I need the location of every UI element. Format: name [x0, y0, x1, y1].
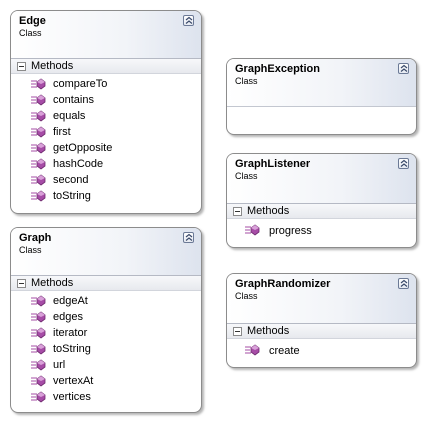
method-list: edgeAt edges iterator toString url verte… [11, 291, 201, 405]
method-icon [31, 94, 46, 111]
collapse-button[interactable] [398, 158, 409, 169]
method-icon [31, 78, 46, 95]
method-label: hashCode [53, 158, 104, 170]
section-label: Methods [31, 277, 74, 289]
method-item[interactable]: first [11, 124, 201, 140]
method-icon [245, 344, 260, 361]
method-label: first [53, 126, 71, 138]
class-name: GraphRandomizer [235, 278, 331, 290]
class-name: GraphException [235, 63, 320, 75]
method-label: second [53, 174, 89, 186]
method-label: getOpposite [53, 142, 113, 154]
method-icon [31, 359, 46, 376]
method-label: vertexAt [53, 375, 94, 387]
method-label: edgeAt [53, 295, 88, 307]
method-icon [31, 142, 46, 159]
method-item[interactable]: url [11, 357, 201, 373]
method-item[interactable]: progress [227, 221, 416, 237]
method-label: edges [53, 311, 83, 323]
double-chevron-up-icon [185, 233, 193, 241]
double-chevron-up-icon [400, 159, 408, 167]
minus-box-icon[interactable] [17, 62, 26, 71]
method-label: toString [53, 343, 91, 355]
method-item[interactable]: hashCode [11, 156, 201, 172]
method-item[interactable]: vertices [11, 389, 201, 405]
collapse-button[interactable] [183, 232, 194, 243]
method-icon [31, 311, 46, 328]
method-icon [31, 391, 46, 408]
method-item[interactable]: vertexAt [11, 373, 201, 389]
class-stereotype: Class [19, 245, 42, 255]
double-chevron-up-icon [185, 16, 193, 24]
method-icon [31, 110, 46, 127]
class-stereotype: Class [235, 291, 258, 301]
method-label: vertices [53, 391, 91, 403]
section-label: Methods [247, 205, 290, 217]
method-label: progress [269, 225, 312, 237]
class-stereotype: Class [235, 171, 258, 181]
method-label: create [269, 345, 300, 357]
method-item[interactable]: create [227, 341, 416, 357]
method-item[interactable]: getOpposite [11, 140, 201, 156]
minus-box-icon[interactable] [233, 327, 242, 336]
class-stereotype: Class [235, 76, 258, 86]
method-label: equals [53, 110, 86, 122]
class-name: Graph [19, 232, 52, 244]
method-item[interactable]: contains [11, 92, 201, 108]
method-list: create [227, 339, 416, 357]
methods-section-header[interactable]: Methods [227, 203, 416, 219]
method-item[interactable]: second [11, 172, 201, 188]
method-item[interactable]: iterator [11, 325, 201, 341]
method-label: compareTo [53, 78, 108, 90]
minus-box-icon[interactable] [233, 207, 242, 216]
method-icon [31, 158, 46, 175]
class-header: Graph Class [11, 228, 201, 275]
class-header: GraphRandomizer Class [227, 274, 416, 323]
collapse-button[interactable] [398, 278, 409, 289]
collapse-button[interactable] [183, 15, 194, 26]
class-graph[interactable]: Graph Class Methods edgeAt edges iterato… [10, 227, 202, 413]
method-list: progress [227, 219, 416, 237]
class-edge[interactable]: Edge Class Methods compareTo contains eq… [10, 10, 202, 214]
method-item[interactable]: equals [11, 108, 201, 124]
method-icon [31, 343, 46, 360]
method-icon [31, 126, 46, 143]
method-icon [31, 327, 46, 344]
method-item[interactable]: edgeAt [11, 293, 201, 309]
class-header: GraphException Class [227, 59, 416, 107]
method-icon [31, 375, 46, 392]
section-label: Methods [247, 325, 290, 337]
minus-box-icon[interactable] [17, 279, 26, 288]
method-icon [31, 190, 46, 207]
methods-section-header[interactable]: Methods [11, 275, 201, 291]
method-label: toString [53, 190, 91, 202]
method-item[interactable]: compareTo [11, 76, 201, 92]
class-header: GraphListener Class [227, 154, 416, 203]
class-stereotype: Class [19, 28, 42, 38]
method-label: url [53, 359, 66, 371]
class-name: GraphListener [235, 158, 311, 170]
class-header: Edge Class [11, 11, 201, 58]
method-label: contains [53, 94, 94, 106]
methods-section-header[interactable]: Methods [11, 58, 201, 74]
method-icon [31, 174, 46, 191]
class-graph-exception[interactable]: GraphException Class [226, 58, 417, 135]
class-graph-randomizer[interactable]: GraphRandomizer Class Methods create [226, 273, 417, 368]
method-item[interactable]: toString [11, 341, 201, 357]
method-item[interactable]: toString [11, 188, 201, 204]
method-icon [31, 295, 46, 312]
method-item[interactable]: edges [11, 309, 201, 325]
double-chevron-up-icon [400, 279, 408, 287]
methods-section-header[interactable]: Methods [227, 323, 416, 339]
method-icon [245, 224, 260, 241]
collapse-button[interactable] [398, 63, 409, 74]
method-label: iterator [53, 327, 88, 339]
method-list: compareTo contains equals first getOppos… [11, 74, 201, 204]
class-graph-listener[interactable]: GraphListener Class Methods progress [226, 153, 417, 248]
section-label: Methods [31, 60, 74, 72]
double-chevron-up-icon [400, 64, 408, 72]
class-name: Edge [19, 15, 46, 27]
